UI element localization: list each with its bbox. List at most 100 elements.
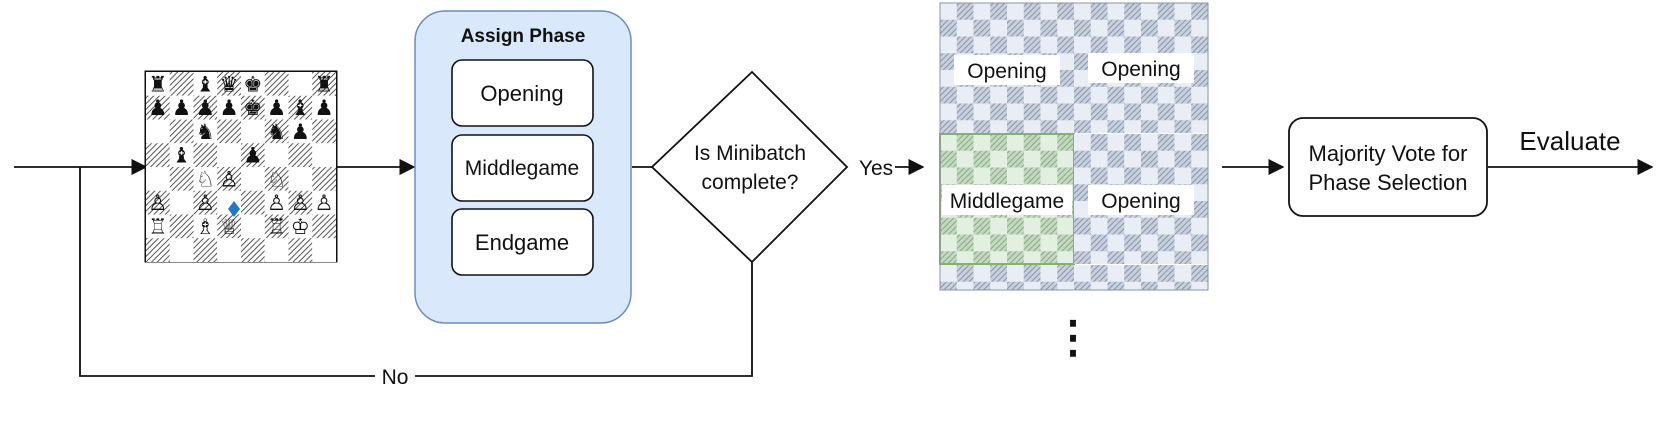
tile-square — [1023, 281, 1041, 290]
tile-square — [1074, 234, 1091, 252]
black-knight-icon: ♞ — [267, 120, 286, 145]
black-knight-icon: ♞ — [196, 120, 215, 145]
tile-label: Opening — [1101, 190, 1180, 213]
tile-square — [1023, 86, 1041, 104]
minibatch-decision: Is Minibatch complete? — [650, 70, 849, 264]
white-king-icon: ♔ — [291, 215, 310, 240]
tile-square — [1174, 234, 1192, 252]
tile-square — [1124, 217, 1141, 235]
board-square — [241, 238, 265, 262]
black-bishop-icon: ♝ — [172, 144, 191, 169]
black-king-icon: ♚ — [243, 72, 262, 97]
board-square — [193, 167, 218, 191]
tile-square — [1124, 120, 1141, 133]
board-square — [288, 167, 313, 191]
board-square — [312, 95, 336, 120]
board-square — [264, 72, 289, 96]
tile-square — [1074, 201, 1091, 218]
white-rook-icon: ♖ — [267, 215, 286, 240]
board-square — [169, 95, 194, 120]
tile-square — [1141, 103, 1158, 121]
board-square — [193, 72, 218, 96]
tile-square — [1157, 251, 1175, 264]
minibatch-tile-opening-1: Opening — [940, 3, 1074, 133]
tile-square — [1124, 19, 1141, 37]
black-pawn-icon: ♟ — [243, 144, 262, 169]
tile-square — [1174, 103, 1192, 121]
black-pawn-icon: ♟ — [172, 96, 191, 121]
tile-square — [956, 217, 974, 235]
vote-line2: Phase Selection — [1309, 170, 1468, 195]
board-square — [312, 238, 336, 262]
minibatch-tile-opening-3: Opening — [1074, 134, 1208, 264]
tile-square — [1191, 19, 1208, 37]
board-square — [264, 214, 289, 239]
tile-square — [1107, 265, 1125, 282]
tile-square — [940, 134, 957, 151]
black-bishop-icon: ♝ — [196, 72, 215, 97]
tile-square — [1141, 36, 1158, 54]
board-square — [169, 190, 194, 215]
tile-square — [1090, 86, 1108, 104]
black-pawn-icon: ♟ — [220, 96, 239, 121]
white-bishop-icon: ♗ — [196, 215, 215, 240]
tile-square — [1074, 36, 1091, 54]
tile-square — [1191, 53, 1208, 70]
tile-square — [990, 281, 1007, 290]
board-square — [288, 119, 313, 144]
board-square — [146, 238, 170, 262]
evaluate-label: Evaluate — [1519, 126, 1620, 156]
board-squares — [146, 72, 336, 262]
tile-square — [1057, 150, 1074, 168]
tile-square — [1141, 234, 1158, 252]
tile-square — [1107, 167, 1125, 185]
board-square — [241, 214, 265, 239]
phase-option-middlegame — [451, 134, 594, 202]
tile-square — [1107, 134, 1125, 151]
assign-phase-panel: Assign Phase Opening Middlegame Endgame — [414, 10, 632, 324]
no-label: No — [382, 366, 409, 389]
tile-square — [940, 167, 957, 185]
decision-line2: complete? — [702, 171, 799, 194]
tile-square — [940, 3, 957, 20]
tile-square — [1057, 251, 1074, 264]
minibatch-tile-partial-row — [940, 265, 1208, 290]
tile-square — [973, 134, 991, 151]
tile-square — [1057, 86, 1074, 104]
tile-square — [1174, 3, 1192, 20]
board-square — [193, 238, 218, 262]
white-pawn-icon: ♙ — [315, 191, 334, 216]
phase-option-endgame-label: Endgame — [475, 230, 569, 255]
tile-square — [973, 265, 991, 282]
tile-square — [973, 167, 991, 185]
tile-square — [1023, 19, 1041, 37]
board-square — [288, 190, 313, 215]
tile-square — [1157, 217, 1175, 235]
tile-square — [1007, 265, 1024, 282]
connectors — [14, 158, 1654, 377]
assign-phase-title: Assign Phase — [461, 26, 586, 47]
minibatch-tile-middlegame: Middlegame — [939, 133, 1075, 265]
tile-square — [1191, 86, 1208, 104]
tile-square — [1074, 70, 1091, 87]
board-square — [241, 72, 265, 96]
white-pawn-icon: ♙ — [291, 191, 310, 216]
tile-square — [973, 103, 991, 121]
tile-square — [1007, 103, 1024, 121]
tile-square — [1057, 217, 1074, 235]
tile-square — [1074, 134, 1091, 151]
tile-square — [1141, 134, 1158, 151]
board-square — [241, 143, 265, 167]
tile-square — [1107, 234, 1125, 252]
board-square — [193, 95, 218, 120]
tile-square — [940, 36, 957, 54]
board-pieces: ♜♝♛♚♜♟♟♟♟♚♟♝♟♞♞♟♝♟♘♙♘♙♙♙♙♙♖♗♕♖♔ — [148, 72, 333, 240]
tile-square — [1124, 281, 1141, 290]
board-square — [146, 72, 170, 96]
tile-square — [940, 265, 957, 282]
tile-square — [1191, 251, 1208, 264]
tile-square — [1191, 217, 1208, 235]
decision-line1: Is Minibatch — [694, 142, 806, 165]
board-square — [146, 214, 170, 239]
